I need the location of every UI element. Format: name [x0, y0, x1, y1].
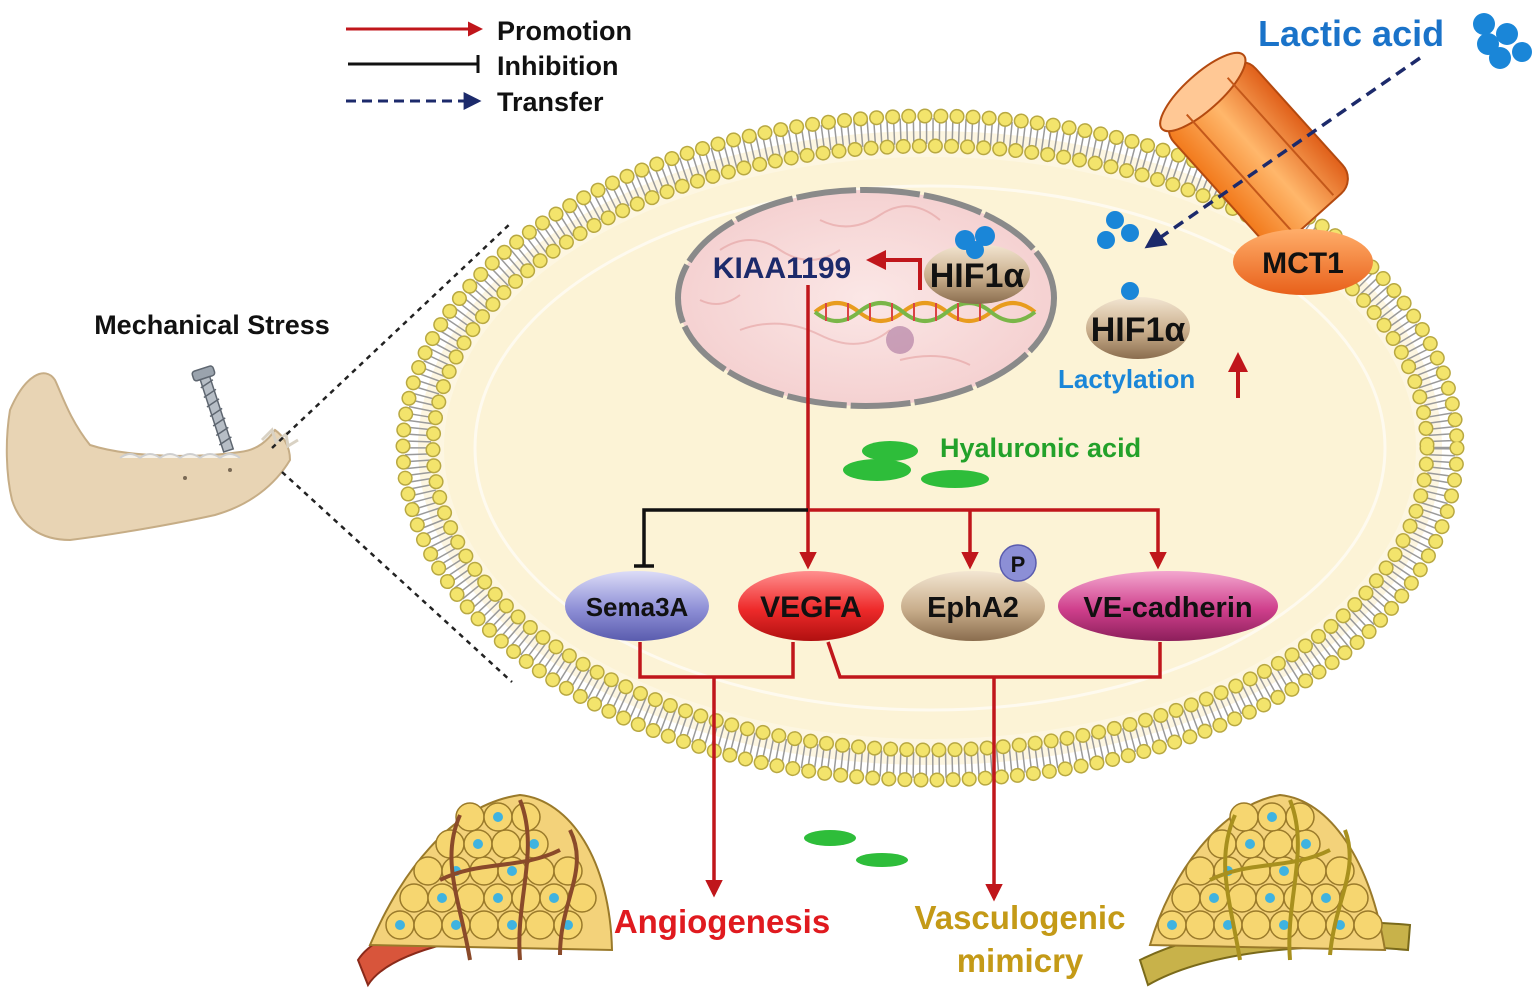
sema3a: Sema3A: [565, 571, 709, 641]
lactylation-label: Lactylation: [1058, 364, 1195, 394]
vegfa: VEGFA: [738, 571, 884, 641]
hif1a-cytoplasm-label: HIF1α: [1091, 311, 1186, 349]
hif1a-cytoplasm: HIF1α: [1086, 282, 1190, 359]
zoom-line-bottom: [281, 471, 513, 683]
mechanical-stress-label: Mechanical Stress: [94, 310, 330, 340]
lactate-transfer-arrow: [1144, 56, 1421, 249]
phospho-label: P: [1011, 552, 1026, 577]
sema3a-label: Sema3A: [586, 592, 689, 622]
legend: Promotion Inhibition Transfer: [346, 16, 632, 117]
epha2-label: EphA2: [927, 592, 1019, 624]
tumor-angiogenesis-icon: [356, 793, 614, 988]
mct1-channel-icon: [1159, 51, 1349, 247]
hif1a-to-kiaa1199-arrow: [866, 250, 922, 290]
angiogenesis-label: Angiogenesis: [614, 903, 830, 940]
nucleolus: [886, 326, 914, 354]
lactic-acid-label: Lactic acid: [1258, 13, 1444, 54]
pathway-arrows: [634, 285, 1167, 902]
epha2: EphA2 P: [901, 544, 1045, 641]
hif1a-nucleus: HIF1α: [924, 226, 1030, 304]
dna-helix-icon: [813, 301, 1037, 323]
ve-cadherin: VE-cadherin: [1058, 571, 1278, 641]
intracellular-lactate-icon: [1097, 211, 1139, 249]
screw-icon: [191, 365, 235, 453]
hyaluronic-acid-icon: [804, 441, 989, 867]
vasculogenic-label-line1: Vasculogenic: [915, 899, 1126, 936]
legend-transfer-label: Transfer: [497, 87, 604, 117]
lactate-molecule-icon: [1473, 13, 1532, 69]
hif1a-nucleus-label: HIF1α: [930, 257, 1025, 295]
mandible-icon: [5, 372, 299, 542]
vasculogenic-label-line2: mimicry: [957, 942, 1084, 979]
phospho-icon: [999, 544, 1037, 582]
ve-cadherin-label: VE-cadherin: [1083, 592, 1252, 624]
mct1-label: MCT1: [1262, 247, 1344, 280]
hyaluronic-acid-label: Hyaluronic acid: [940, 433, 1141, 463]
tumor-vasculogenic-mimicry-icon: [1138, 793, 1412, 987]
zoom-line-top: [271, 221, 513, 449]
vegfa-label: VEGFA: [760, 591, 862, 624]
legend-inhibition-label: Inhibition: [497, 51, 618, 81]
mct1: MCT1: [1233, 229, 1373, 295]
legend-promotion-label: Promotion: [497, 16, 632, 46]
kiaa1199-label: KIAA1199: [713, 252, 851, 285]
